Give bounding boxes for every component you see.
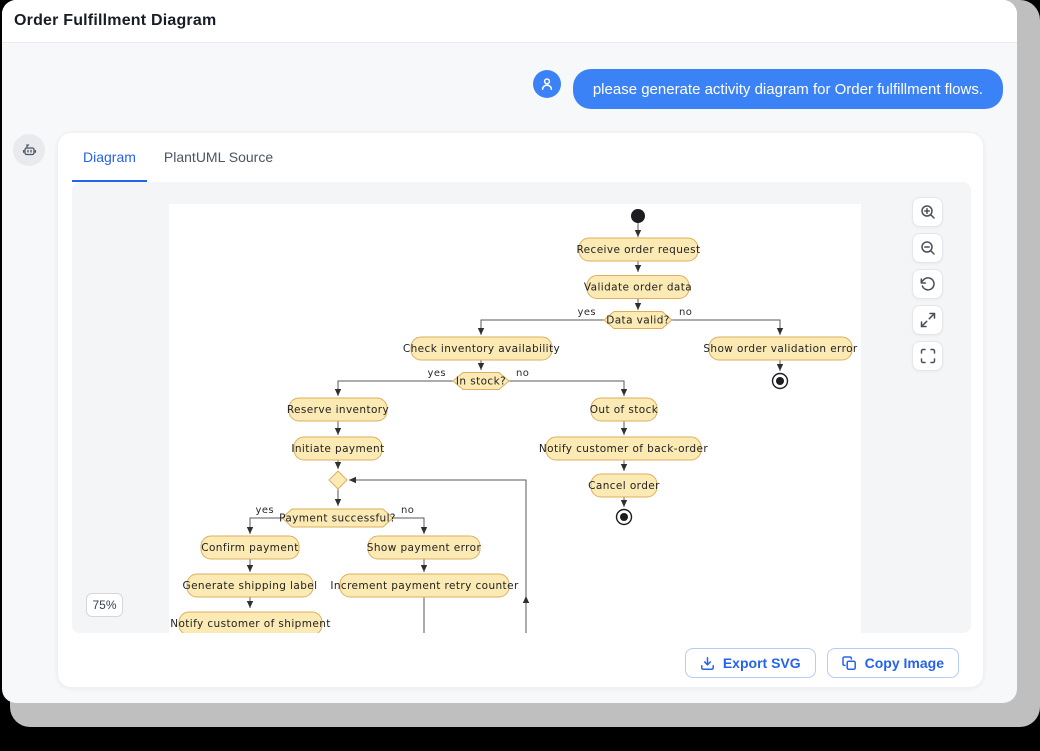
- page-title: Order Fulfillment Diagram: [14, 12, 217, 29]
- tab-plantuml-source[interactable]: PlantUML Source: [163, 148, 274, 165]
- svg-text:Receive order request: Receive order request: [576, 244, 700, 256]
- svg-text:Show order validation error: Show order validation error: [703, 343, 858, 355]
- bot-avatar: [13, 134, 45, 166]
- svg-text:Notify customer of shipment: Notify customer of shipment: [170, 618, 331, 630]
- user-avatar: [532, 70, 561, 98]
- svg-text:Generate shipping label: Generate shipping label: [183, 580, 318, 592]
- svg-text:yes: yes: [428, 368, 446, 379]
- tab-diagram[interactable]: Diagram: [72, 133, 147, 182]
- download-icon: [700, 656, 714, 670]
- copy-image-button[interactable]: Copy Image: [826, 648, 959, 678]
- export-svg-button[interactable]: Export SVG: [684, 648, 816, 678]
- user-icon: [541, 78, 552, 90]
- svg-text:Increment payment retry counte: Increment payment retry counter: [330, 580, 519, 592]
- user-chat-row: please generate activity diagram for Ord…: [532, 69, 1003, 109]
- svg-text:Reserve inventory: Reserve inventory: [287, 404, 389, 416]
- svg-text:In stock?: In stock?: [456, 376, 506, 388]
- zoom-out-button[interactable]: [912, 233, 943, 263]
- app-window: Order Fulfillment Diagram please generat…: [2, 0, 1017, 703]
- panel-footer: Export SVG Copy Image: [684, 648, 959, 678]
- fullscreen-icon: [920, 348, 935, 364]
- svg-text:Confirm payment: Confirm payment: [201, 542, 299, 554]
- svg-text:no: no: [679, 307, 692, 318]
- svg-text:Data valid?: Data valid?: [606, 315, 670, 327]
- zoom-controls: [912, 197, 943, 371]
- svg-text:Payment successful?: Payment successful?: [279, 513, 396, 525]
- svg-text:yes: yes: [256, 505, 274, 516]
- svg-text:no: no: [516, 368, 529, 379]
- svg-text:Check inventory availability: Check inventory availability: [403, 343, 560, 355]
- reset-view-icon: [920, 277, 935, 291]
- copy-image-label: Copy Image: [864, 655, 944, 671]
- expand-button[interactable]: [912, 305, 943, 335]
- svg-text:no: no: [401, 505, 414, 516]
- robot-icon: [22, 143, 36, 155]
- diagram-panel: Diagram PlantUML Source Receive order re…: [57, 132, 984, 688]
- export-svg-label: Export SVG: [722, 655, 801, 671]
- reset-view-button[interactable]: [912, 269, 943, 299]
- zoom-in-button[interactable]: [912, 197, 943, 227]
- zoom-out-icon: [920, 241, 935, 255]
- fullscreen-button[interactable]: [912, 341, 943, 371]
- user-message-bubble: please generate activity diagram for Ord…: [572, 69, 1003, 109]
- svg-text:Cancel order: Cancel order: [588, 480, 660, 492]
- copy-icon: [841, 655, 856, 670]
- svg-text:Out of stock: Out of stock: [590, 404, 659, 416]
- tab-bar: Diagram PlantUML Source: [72, 133, 284, 182]
- svg-text:Validate order data: Validate order data: [584, 282, 692, 294]
- svg-text:Initiate payment: Initiate payment: [291, 443, 384, 455]
- svg-text:yes: yes: [578, 307, 596, 318]
- app-header: Order Fulfillment Diagram: [2, 0, 1017, 43]
- expand-icon: [920, 312, 935, 328]
- svg-text:Show payment error: Show payment error: [367, 542, 482, 554]
- zoom-level-badge: 75%: [86, 593, 123, 617]
- svg-text:Notify customer of back-order: Notify customer of back-order: [539, 443, 708, 455]
- zoom-in-icon: [920, 205, 935, 219]
